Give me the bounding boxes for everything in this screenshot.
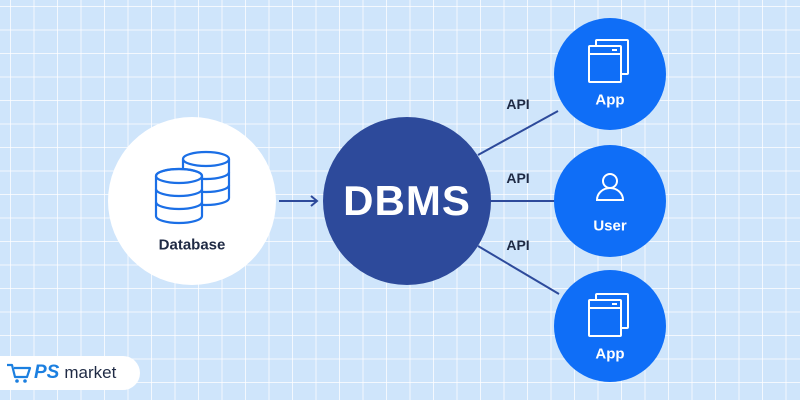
database-stack-icon (154, 150, 231, 225)
dbms-label: DBMS (343, 177, 471, 224)
app-window-icon (588, 293, 629, 337)
shopping-cart-icon (7, 363, 32, 383)
api-label-bottom: API (506, 237, 530, 253)
logo-text: market (64, 363, 117, 382)
database-label: Database (158, 236, 226, 254)
arrowhead (310, 195, 319, 207)
app-window-icon (588, 39, 629, 83)
ps-market-logo: PS market (0, 356, 140, 390)
app-node-top-label: App (595, 91, 625, 109)
dbms-node (323, 117, 491, 285)
connector-dbms-app-top (477, 110, 559, 156)
api-label-middle: API (506, 170, 530, 186)
logo-mark: PS (34, 362, 60, 383)
user-icon (595, 173, 625, 201)
api-label-top: API (506, 96, 530, 112)
user-node-label: User (593, 217, 627, 235)
connector-dbms-app-bottom (477, 245, 560, 295)
app-node-bottom-label: App (595, 345, 625, 363)
